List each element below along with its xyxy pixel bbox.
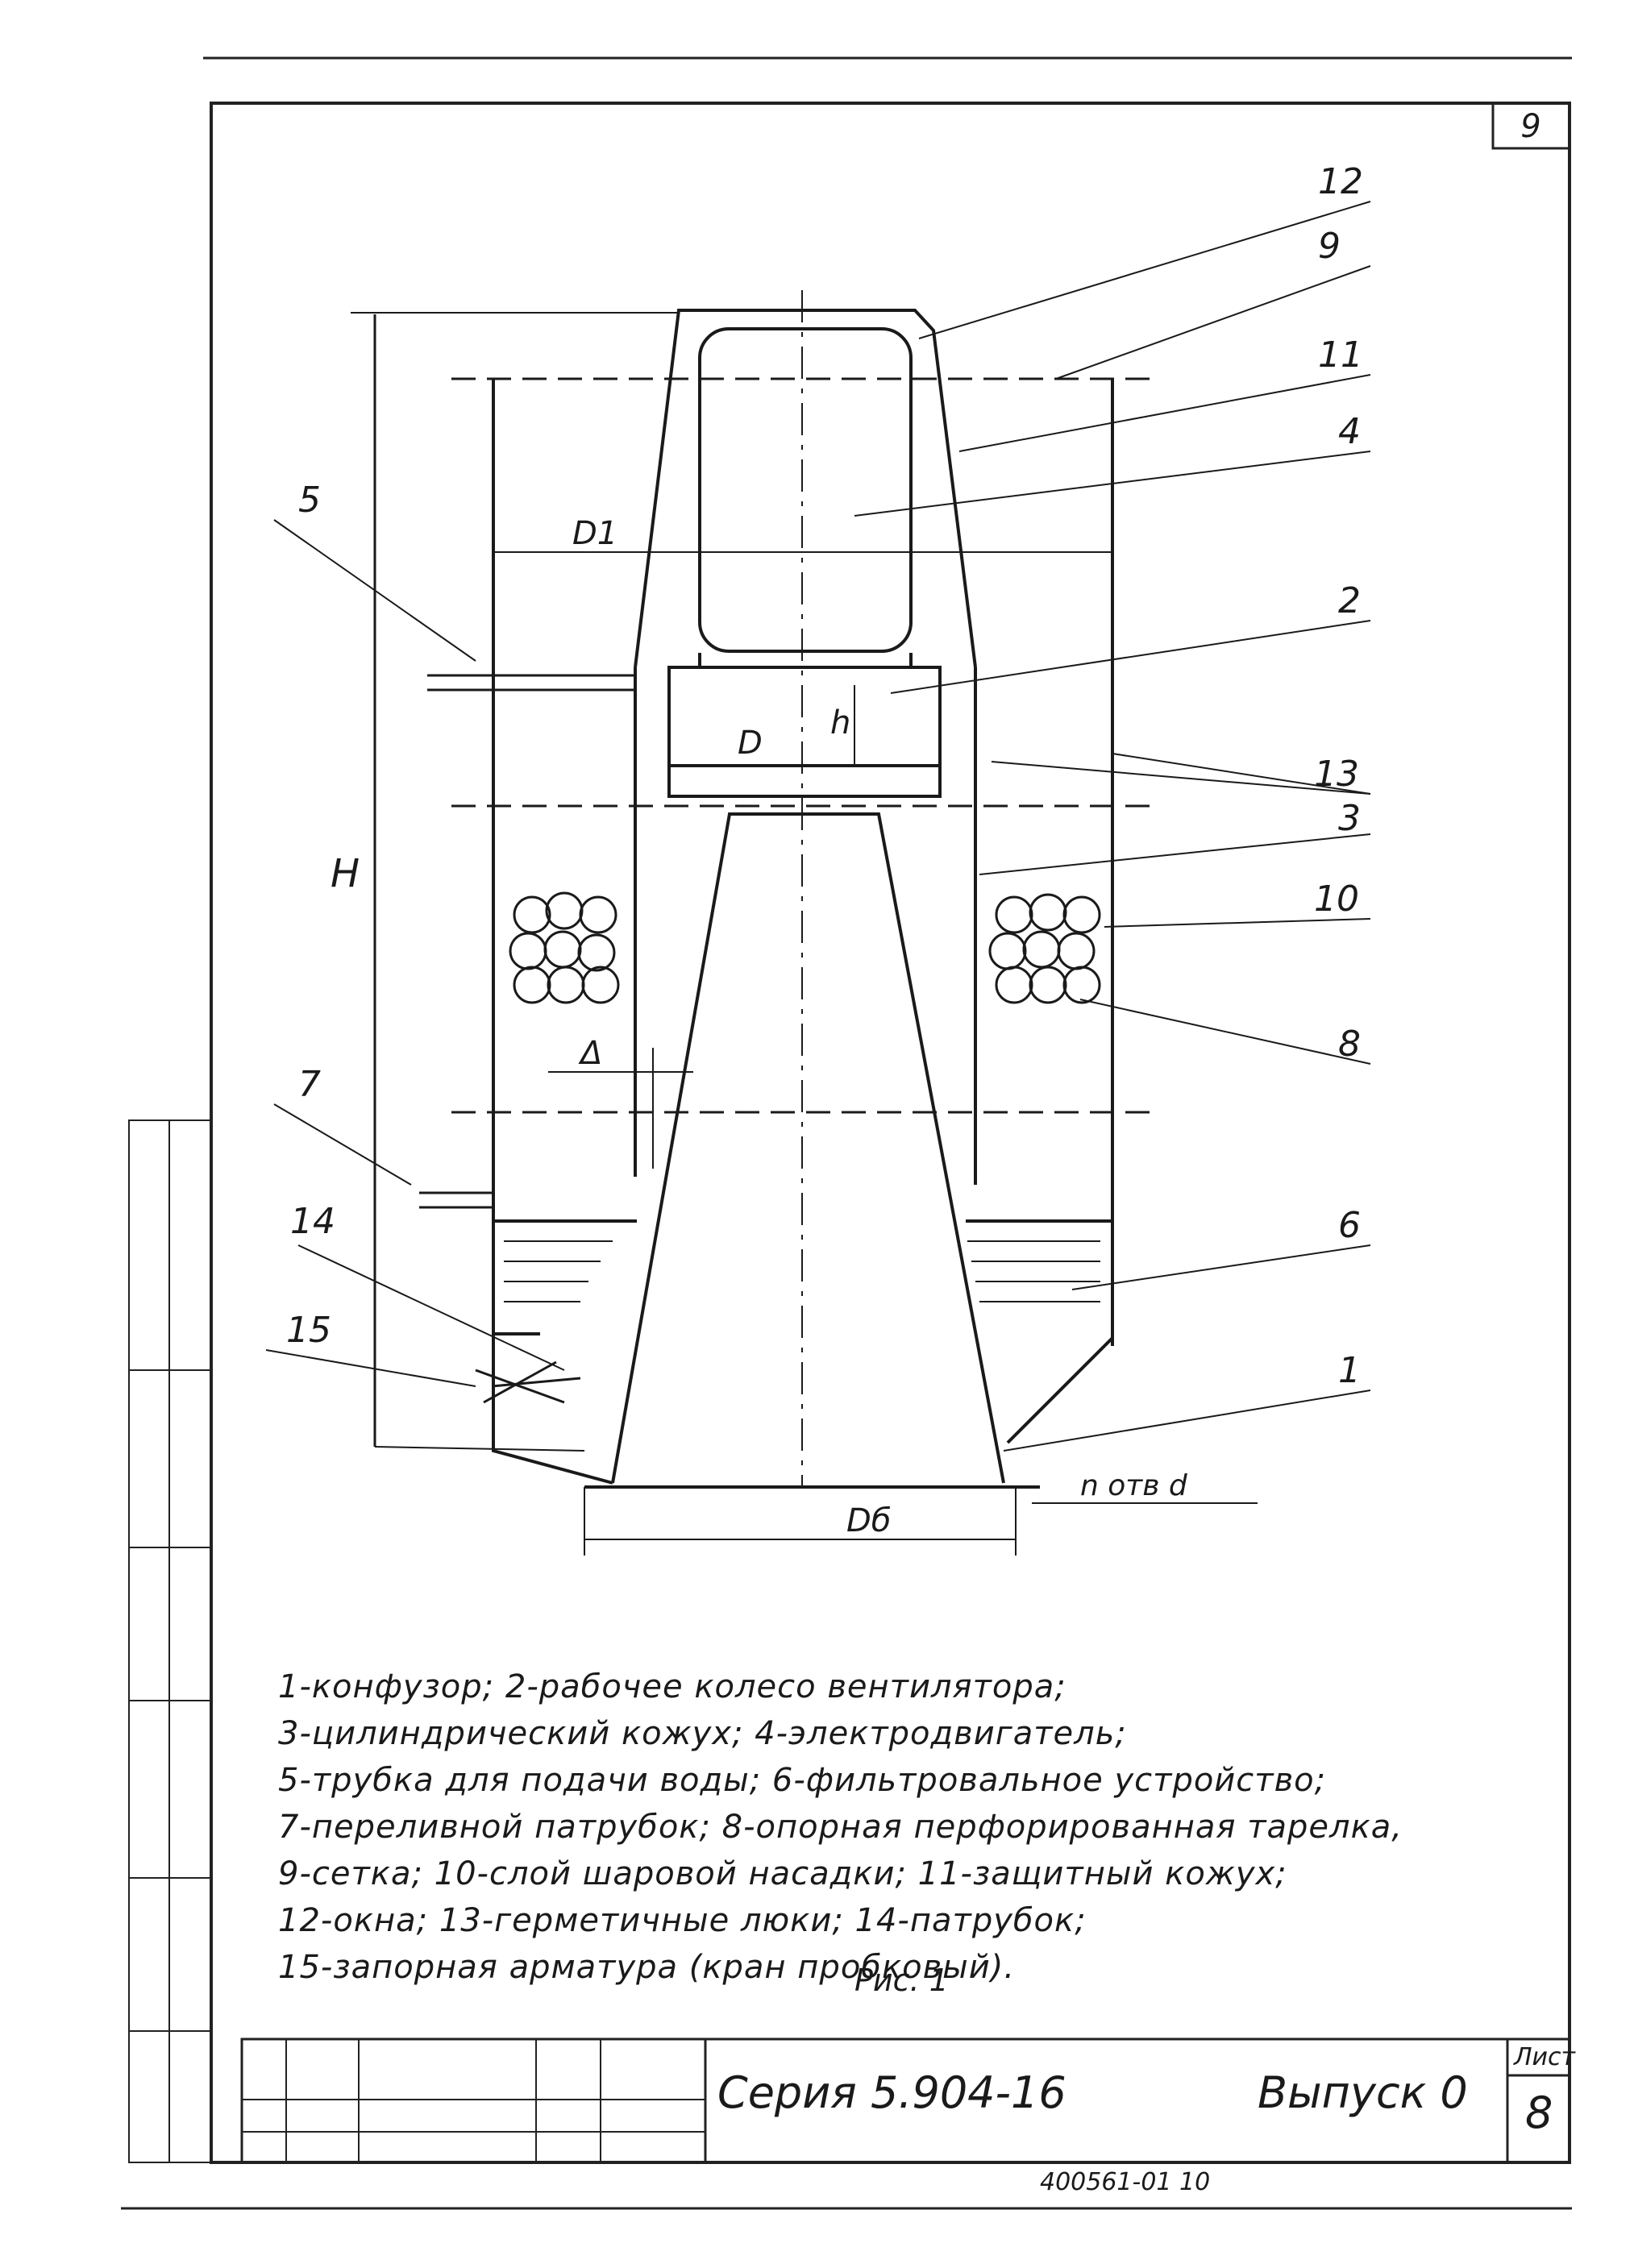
leader-9 xyxy=(1055,265,1371,380)
callout-11: 11 xyxy=(1318,334,1363,376)
legend-line-6: 12-окна; 13-герметичные люки; 14-патрубо… xyxy=(278,1902,1087,1939)
legend-line-1: 1-конфузор; 2-рабочее колесо вентилятора… xyxy=(278,1668,1066,1705)
fan-wheel-2 xyxy=(667,666,942,798)
sheet-value: 8 xyxy=(1525,2087,1553,2138)
apparatus-drawing xyxy=(265,201,1371,1556)
title-block-grid xyxy=(240,2037,1571,2164)
sheet-number-box xyxy=(1491,102,1571,150)
callout-5: 5 xyxy=(298,480,321,521)
protective-cover-11 xyxy=(634,309,977,668)
callout-2: 2 xyxy=(1338,580,1361,621)
leader-4 xyxy=(854,451,1371,517)
callout-6: 6 xyxy=(1338,1205,1361,1246)
leader-12 xyxy=(918,201,1371,339)
left-stamp-strip xyxy=(128,1119,212,2163)
drawing-frame xyxy=(210,102,1571,2164)
leader-13a xyxy=(991,761,1371,795)
leader-14 xyxy=(297,1244,565,1371)
issue-label: Выпуск 0 xyxy=(1258,2067,1468,2118)
callout-3: 3 xyxy=(1338,798,1361,839)
callout-14: 14 xyxy=(290,1201,335,1242)
dim-H: H xyxy=(331,851,360,896)
sheet-number-top: 9 xyxy=(1520,108,1540,145)
callout-9: 9 xyxy=(1318,226,1341,267)
callout-10: 10 xyxy=(1314,879,1359,920)
dim-h: h xyxy=(830,704,850,741)
legend-line-2: 3-цилиндрический кожух; 4-электродвигате… xyxy=(278,1715,1127,1752)
dim-D: D xyxy=(738,725,763,762)
legend-line-7: 15-запорная арматура (кран пробковый). xyxy=(278,1949,1016,1986)
leader-13b xyxy=(1112,753,1371,795)
leader-10 xyxy=(1104,918,1371,928)
leader-2 xyxy=(890,620,1371,694)
leader-6 xyxy=(1071,1244,1371,1290)
leader-15 xyxy=(265,1349,476,1387)
callout-7: 7 xyxy=(298,1064,321,1105)
bottom-code: 400561-01 10 xyxy=(1040,2168,1211,2196)
leader-1 xyxy=(1003,1389,1371,1452)
leader-3 xyxy=(979,833,1371,875)
callout-15: 15 xyxy=(286,1310,331,1351)
legend-line-5: 9-сетка; 10-слой шаровой насадки; 11-защ… xyxy=(278,1855,1287,1892)
dim-delta: Δ xyxy=(578,1035,602,1072)
leader-7 xyxy=(273,1103,412,1186)
electric-motor-4 xyxy=(698,327,913,653)
dim-Db: Dб xyxy=(846,1502,891,1539)
callout-4: 4 xyxy=(1338,411,1361,452)
dim-D1: D1 xyxy=(572,515,617,552)
leader-8 xyxy=(1079,999,1371,1065)
figure-caption: Рис. 1 xyxy=(854,1963,949,1998)
legend-line-3: 5-трубка для подачи воды; 6-фильтровальн… xyxy=(278,1762,1327,1799)
legend-line-4: 7-переливной патрубок; 8-опорная перфори… xyxy=(278,1809,1403,1846)
callout-1: 1 xyxy=(1338,1350,1361,1391)
callout-12: 12 xyxy=(1318,161,1363,202)
callout-13: 13 xyxy=(1314,754,1359,795)
callout-8: 8 xyxy=(1338,1024,1361,1065)
sheet-label: Лист xyxy=(1514,2043,1576,2071)
leader-5 xyxy=(273,519,476,662)
dim-holes: n отв d xyxy=(1080,1469,1188,1502)
confuser-1 xyxy=(611,812,1005,1484)
series-label: Серия 5.904-16 xyxy=(717,2067,1066,2118)
leader-11 xyxy=(958,374,1371,452)
